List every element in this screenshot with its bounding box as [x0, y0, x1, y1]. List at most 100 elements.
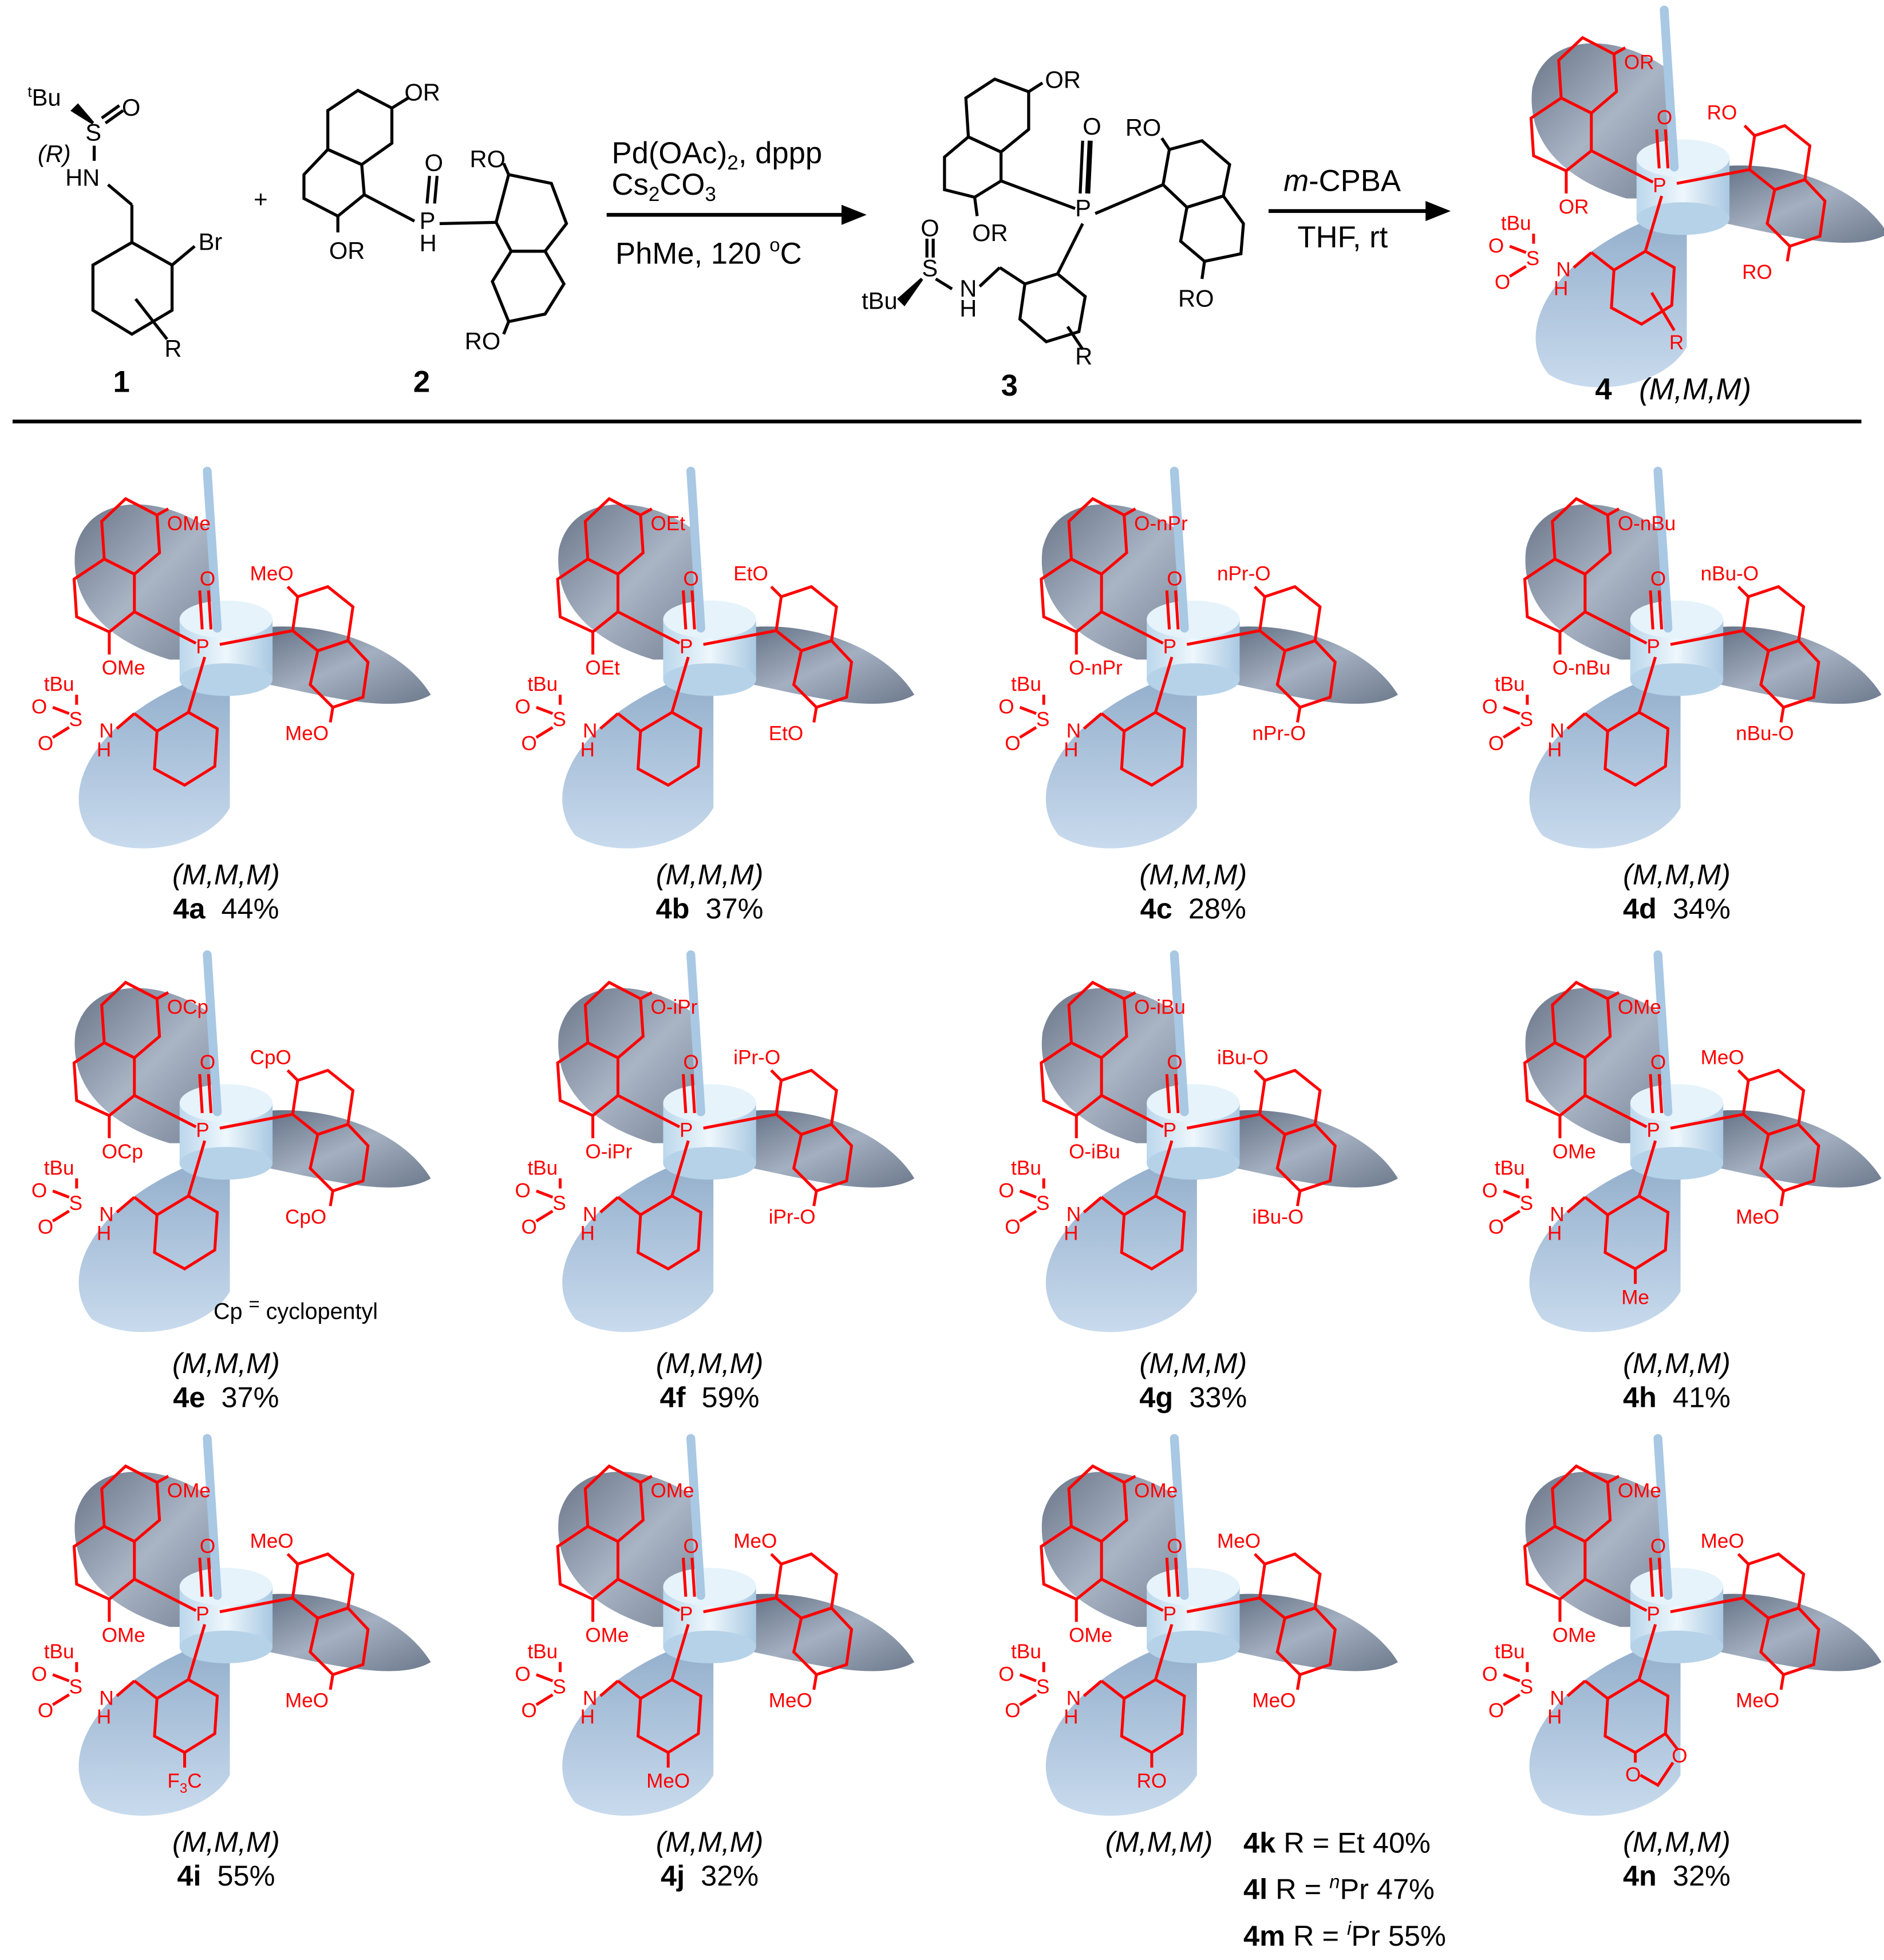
- oxygen-label: O: [200, 1051, 215, 1074]
- hydrogen-label: H: [1064, 1222, 1078, 1244]
- propeller-axis-rod: [1653, 1434, 1673, 1600]
- propeller-blade: [741, 626, 915, 704]
- aryl-ring: [1120, 1194, 1186, 1271]
- compound-1: [70, 103, 196, 341]
- right-top-alkoxy-label: CpO: [250, 1046, 291, 1068]
- nitrogen-label: N: [1067, 1687, 1081, 1709]
- stereo-descriptor: (M,M,M): [655, 1346, 764, 1380]
- top-alkoxy-label: O-iBu: [1134, 996, 1186, 1019]
- nitrogen-label: N: [583, 720, 597, 742]
- oxygen-label: O: [1488, 1216, 1504, 1239]
- compound-number-3: 3: [1001, 369, 1018, 403]
- propeller-hub: [663, 1568, 756, 1663]
- nitrogen-label: N: [1550, 1204, 1564, 1226]
- phosphorus-label: P: [1075, 194, 1091, 221]
- section-divider: [12, 419, 1862, 424]
- top-alkoxy-label: OR: [1624, 52, 1654, 74]
- conditions-text: PhMe, 120 oC: [615, 234, 802, 271]
- propeller-hub: [1630, 1084, 1724, 1180]
- hydrogen-label: H: [580, 1222, 595, 1244]
- nitrogen-label: N: [99, 1204, 113, 1226]
- aryl-ring: [636, 1194, 702, 1271]
- oxygen-label: O: [515, 1180, 531, 1202]
- sulfur-label: S: [552, 708, 566, 731]
- right-bottom-alkoxy-label: iPr-O: [769, 1206, 816, 1228]
- stereo-descriptor: (M,M,M): [1623, 1346, 1731, 1380]
- compound-yield-label: 4j 32%: [503, 1859, 917, 1893]
- sulfur-label: S: [1036, 1192, 1049, 1214]
- right-top-alkoxy-label: MeO: [1701, 1530, 1744, 1552]
- oxygen-label: O: [31, 1180, 47, 1202]
- oxygen-label: O: [1650, 567, 1666, 590]
- oxygen-label: O: [1650, 1051, 1666, 1074]
- dioxole-oxygen-label: O: [1625, 1764, 1641, 1786]
- right-bottom-alkoxy-label: MeO: [769, 1690, 812, 1712]
- top-alkoxy-label: OMe: [1618, 996, 1661, 1019]
- propeller-axis-rod: [1170, 950, 1189, 1117]
- lower-alkoxy-label: O-nPr: [1069, 657, 1123, 679]
- compound-id: 4n: [1622, 1859, 1657, 1892]
- sulfur-label: S: [552, 1192, 566, 1214]
- hydrogen-label: H: [580, 1706, 595, 1728]
- oxygen-label: O: [122, 94, 140, 121]
- right-top-alkoxy-label: iPr-O: [733, 1046, 780, 1068]
- compound-number-4: 4: [1595, 373, 1612, 407]
- phosphorus-label: P: [420, 207, 436, 234]
- compound-number-2: 2: [413, 365, 430, 399]
- dioxole-oxygen-label: O: [1672, 1745, 1687, 1767]
- sulfur-label: S: [922, 255, 938, 282]
- propeller-blade: [257, 626, 431, 704]
- right-top-alkoxy-label: MeO: [250, 563, 294, 585]
- compound-yield-label: 4g 33%: [986, 1381, 1400, 1414]
- ro-label: RO: [1178, 285, 1214, 311]
- oxygen-label: O: [998, 1180, 1014, 1202]
- hydrogen-label: H: [1064, 739, 1078, 761]
- top-reaction-scheme: tBu S O (R) HN Br R 1 + OR OR RO RO P O …: [27, 5, 1884, 407]
- stereo-descriptor: (M,M,M): [1105, 1825, 1213, 1858]
- propeller-hub: [1147, 1568, 1240, 1663]
- sulfur-label: S: [69, 1676, 82, 1698]
- right-bottom-alkoxy-label: nBu-O: [1736, 722, 1794, 744]
- lower-alkoxy-label: OMe: [1553, 1141, 1596, 1163]
- right-top-alkoxy-label: nPr-O: [1217, 563, 1271, 585]
- oxygen-label: O: [684, 567, 699, 590]
- top-alkoxy-label: OEt: [650, 512, 685, 535]
- oxygen-label: O: [1488, 1699, 1504, 1722]
- tbu-label: tBu: [1501, 212, 1531, 235]
- phosphorus-label: P: [196, 636, 209, 658]
- phosphorus-label: P: [1646, 1603, 1660, 1625]
- propeller-axis-rod: [203, 950, 222, 1117]
- nitrogen-label: N: [1550, 1687, 1564, 1709]
- lower-alkoxy-label: OMe: [585, 1624, 629, 1647]
- oxygen-label: O: [1482, 1663, 1498, 1686]
- phosphorus-label: P: [196, 1119, 209, 1142]
- oxygen-label: O: [1488, 235, 1504, 257]
- right-top-alkoxy-label: MeO: [250, 1530, 294, 1552]
- yield-value: 44%: [221, 892, 279, 925]
- hydrogen-label: H: [97, 739, 111, 761]
- propeller-hub: [1630, 1568, 1724, 1663]
- hydrogen-label: H: [1547, 1222, 1562, 1244]
- hydrogen-label: H: [1064, 1706, 1078, 1728]
- oxygen-label: O: [684, 1535, 699, 1557]
- hydrogen-label: H: [1554, 278, 1568, 300]
- hydrogen-label: H: [580, 739, 595, 761]
- compound-2: [302, 88, 568, 335]
- compound-id: 4e: [173, 1381, 206, 1414]
- compound-id: 4a: [173, 892, 206, 925]
- lower-alkoxy-label: OR: [1559, 196, 1589, 218]
- naphthalene-ring: [491, 250, 566, 324]
